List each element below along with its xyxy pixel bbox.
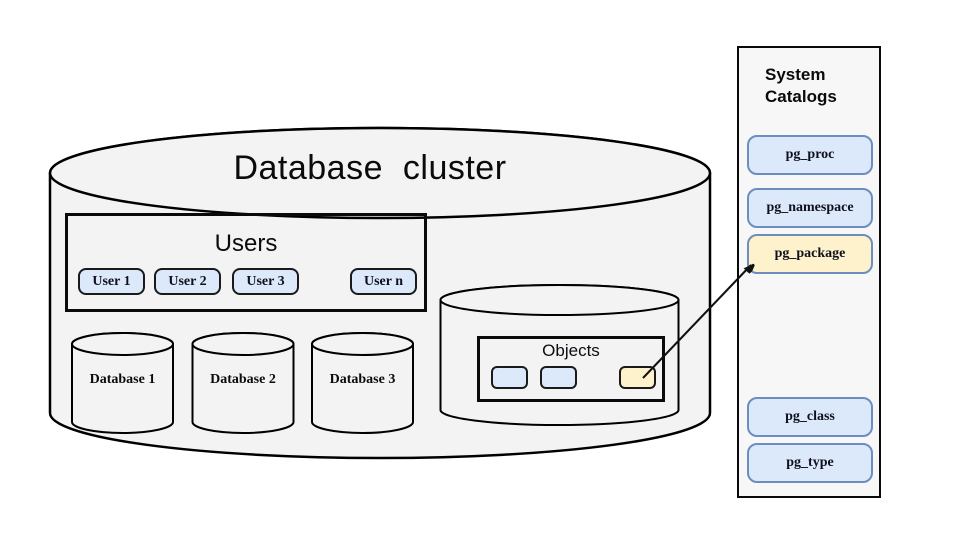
catalog-item-pg-proc: pg_proc <box>747 135 873 175</box>
user-node-n: User n <box>350 268 417 295</box>
objects-group-title: Objects <box>542 341 600 360</box>
users-group-title: Users <box>214 230 278 257</box>
user-node-3: User 3 <box>232 268 299 295</box>
database-label-1: Database 1 <box>89 372 156 387</box>
users-group-box <box>65 213 427 312</box>
catalog-item-pg-class: pg_class <box>747 397 873 437</box>
database-cylinder-2 <box>191 332 295 434</box>
objects-cylinder <box>439 284 680 426</box>
object-chip-2 <box>540 366 577 389</box>
user-node-2: User 2 <box>154 268 221 295</box>
catalog-item-pg-package: pg_package <box>747 234 873 274</box>
catalog-item-pg-type: pg_type <box>747 443 873 483</box>
system-catalogs-panel: System Catalogs pg_proc pg_namespace pg_… <box>737 46 881 498</box>
catalog-item-pg-namespace: pg_namespace <box>747 188 873 228</box>
object-chip-1 <box>491 366 528 389</box>
object-chip-package <box>619 366 656 389</box>
database-label-2: Database 2 <box>210 372 276 387</box>
database-label-3: Database 3 <box>329 372 396 387</box>
database-cylinder-3 <box>311 332 414 434</box>
user-node-1: User 1 <box>78 268 145 295</box>
system-catalogs-title: System Catalogs <box>765 65 837 106</box>
cluster-title: Database cluster <box>233 149 507 187</box>
database-cylinder-1 <box>71 332 174 434</box>
